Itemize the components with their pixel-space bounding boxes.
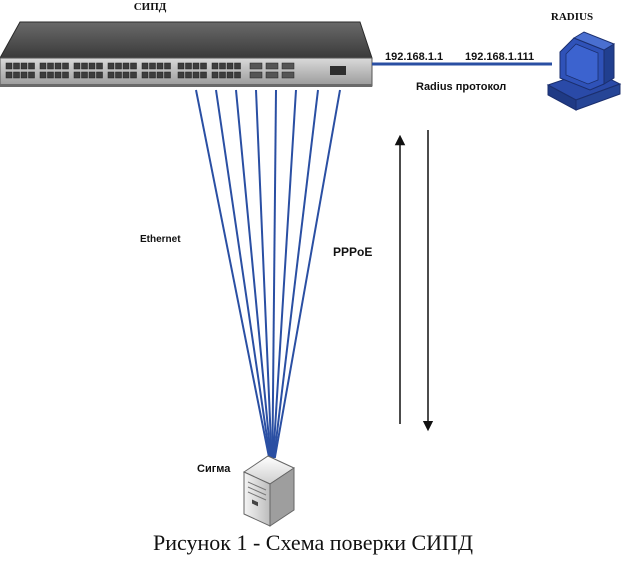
- switch-title: СИПД: [134, 1, 167, 13]
- switch-port: [47, 62, 54, 70]
- switch-port: [5, 71, 13, 79]
- radius-ip-label: 192.168.1.111: [465, 51, 534, 63]
- switch-port: [81, 62, 88, 70]
- switch-port: [130, 62, 137, 70]
- switch-port: [164, 62, 171, 70]
- switch-port: [200, 71, 207, 79]
- switch-port: [234, 62, 241, 70]
- switch-port: [226, 71, 234, 79]
- switch-port: [141, 62, 149, 70]
- switch-uplink-port: [249, 71, 263, 79]
- switch-ports: [5, 62, 346, 79]
- switch-port: [107, 71, 115, 79]
- switch-port: [62, 62, 69, 70]
- switch-port: [20, 62, 28, 70]
- radius-protocol-label: Radius протокол: [416, 81, 506, 93]
- switch-port: [200, 62, 207, 70]
- switch-uplink-port: [281, 62, 295, 70]
- switch-uplink-port: [265, 62, 279, 70]
- switch-port: [13, 71, 20, 79]
- switch-port: [28, 71, 35, 79]
- switch-port: [13, 62, 20, 70]
- switch-port: [39, 71, 47, 79]
- client-label: Сигма: [197, 463, 231, 475]
- switch-port: [73, 62, 81, 70]
- switch-ip-label: 192.168.1.1: [385, 51, 443, 63]
- switch-port: [88, 62, 96, 70]
- switch-port: [115, 62, 122, 70]
- ethernet-line: [235, 89, 272, 459]
- switch-port: [122, 71, 130, 79]
- server-tower-icon: [242, 455, 296, 527]
- switch-port: [73, 71, 81, 79]
- ethernet-line: [215, 89, 271, 459]
- switch-port: [96, 71, 103, 79]
- switch-port: [62, 71, 69, 79]
- switch-port: [177, 62, 185, 70]
- switch-port: [28, 62, 35, 70]
- ethernet-links: [195, 89, 341, 459]
- switch-port: [47, 71, 54, 79]
- switch-console-port: [330, 66, 346, 75]
- switch-uplink-port: [249, 62, 263, 70]
- ethernet-line: [195, 89, 271, 459]
- switch-port: [219, 71, 226, 79]
- switch-port: [234, 71, 241, 79]
- switch-port: [96, 62, 103, 70]
- switch-port: [185, 71, 192, 79]
- switch-port: [81, 71, 88, 79]
- switch-port: [107, 62, 115, 70]
- switch-port: [149, 71, 156, 79]
- switch-port: [211, 62, 219, 70]
- switch-port: [54, 71, 62, 79]
- switch-port: [115, 71, 122, 79]
- switch-port: [141, 71, 149, 79]
- ethernet-line: [273, 89, 341, 459]
- switch-port: [122, 62, 130, 70]
- switch-port: [177, 71, 185, 79]
- ethernet-line: [272, 89, 297, 459]
- switch-port: [219, 62, 226, 70]
- switch-port: [164, 71, 171, 79]
- pppoe-label: PPPoE: [333, 245, 372, 259]
- switch-port: [39, 62, 47, 70]
- ethernet-label: Ethernet: [140, 234, 181, 245]
- switch-port: [226, 62, 234, 70]
- switch-port: [211, 71, 219, 79]
- switch-port: [20, 71, 28, 79]
- switch-uplink-port: [265, 71, 279, 79]
- ethernet-line: [255, 89, 273, 459]
- switch-port: [185, 62, 192, 70]
- figure-caption: Рисунок 1 - Схема поверки СИПД: [153, 530, 473, 555]
- switch-uplink-port: [281, 71, 295, 79]
- switch-port: [88, 71, 96, 79]
- ethernet-line: [271, 89, 277, 459]
- radius-label: RADIUS: [551, 11, 593, 23]
- switch-port: [5, 62, 13, 70]
- switch-port: [130, 71, 137, 79]
- switch-port: [149, 62, 156, 70]
- desktop-computer-icon: [546, 31, 622, 111]
- switch-port: [192, 62, 200, 70]
- switch-port: [54, 62, 62, 70]
- switch-port: [156, 62, 164, 70]
- switch-port: [192, 71, 200, 79]
- switch-port: [156, 71, 164, 79]
- network-switch-icon: [0, 21, 373, 87]
- ethernet-line: [273, 89, 319, 459]
